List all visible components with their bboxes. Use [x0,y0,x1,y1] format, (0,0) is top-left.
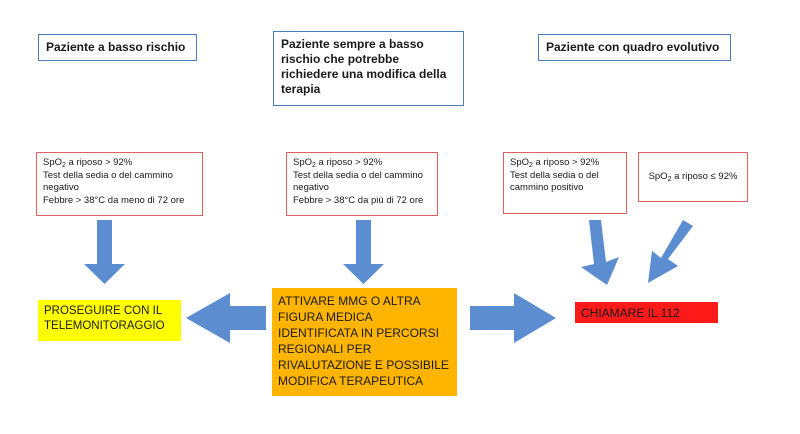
action-continue-label: PROSEGUIRE CON IL TELEMONITORAGGIO [44,305,165,332]
criteria-evolving-a-test: Test della sedia o del cammino positivo [510,169,599,194]
criteria-low-risk-therapy-change: SpO2 a riposo > 92% Test della sedia o d… [286,152,438,216]
header-low-risk-therapy-change: Paziente sempre a basso rischio che potr… [273,31,464,106]
down-arrow-evolving-a [581,220,619,285]
header-low-risk-label: Paziente a basso rischio [46,40,186,54]
left-arrow-continue [186,293,266,343]
header-low-risk: Paziente a basso rischio [38,34,197,61]
header-evolving-label: Paziente con quadro evolutivo [546,40,720,54]
down-arrow-low-change [343,220,384,284]
action-activate-label: ATTIVARE MMG O ALTRA FIGURA MEDICA IDENT… [278,294,449,388]
criteria-low-change-test: Test della sedia o del cammino negativo [293,169,423,194]
header-evolving: Paziente con quadro evolutivo [538,34,731,61]
header-low-risk-therapy-change-label: Paziente sempre a basso rischio che potr… [281,37,447,96]
criteria-evolving-b-spo2: SpO2 a riposo ≤ 92% [648,170,738,183]
criteria-low-risk-test: Test della sedia o del cammino negativo [43,169,173,194]
criteria-low-change-fever: Febbre > 38°C da più di 72 ore [293,194,424,206]
down-arrow-low [84,220,125,284]
action-call-112: CHIAMARE IL 112 [575,302,718,323]
criteria-low-change-spo2: SpO2 a riposo > 92% [293,157,383,169]
criteria-low-risk-fever: Febbre > 38°C da meno di 72 ore [43,194,185,206]
criteria-low-risk-spo2: SpO2 a riposo > 92% [43,157,133,169]
criteria-low-risk: SpO2 a riposo > 92% Test della sedia o d… [36,152,203,216]
criteria-evolving-a-spo2: SpO2 a riposo > 92% [510,157,600,169]
action-continue-telemonitoring: PROSEGUIRE CON IL TELEMONITORAGGIO [38,300,181,341]
down-arrow-evolving-b [648,220,693,283]
action-call-label: CHIAMARE IL 112 [581,306,680,320]
criteria-evolving-b: SpO2 a riposo ≤ 92% [638,152,748,202]
action-activate-doctor: ATTIVARE MMG O ALTRA FIGURA MEDICA IDENT… [272,288,457,396]
criteria-evolving-a: SpO2 a riposo > 92% Test della sedia o d… [503,152,627,214]
right-arrow-call [470,293,556,343]
